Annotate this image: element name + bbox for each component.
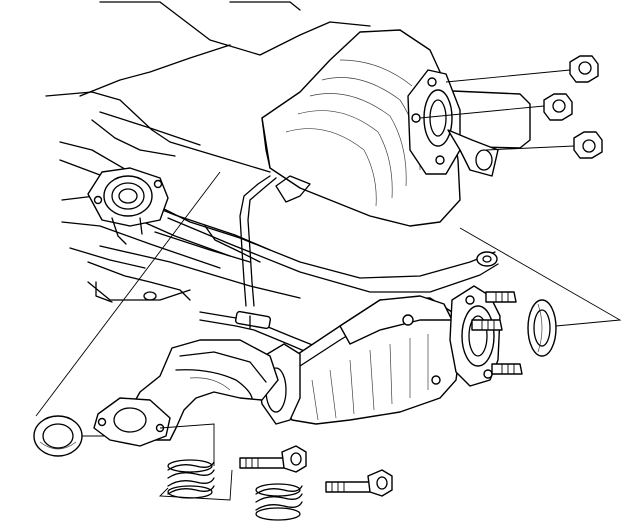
- spring-bolt-2: [325, 469, 393, 497]
- spring-2: [255, 483, 303, 521]
- exhaust-pipe-upper: [407, 69, 531, 177]
- front-pipe-inlet: [87, 167, 169, 245]
- flange-gasket-rear: [527, 299, 557, 357]
- spring-bolt-1: [239, 445, 307, 473]
- stud-3: [491, 363, 523, 375]
- leader-gasket-front: [35, 171, 221, 417]
- leader-spring-1: [159, 423, 215, 466]
- leader-nut-1: [445, 69, 571, 83]
- leader-gasket-rear: [459, 227, 622, 327]
- catalytic-converter: [257, 295, 461, 425]
- leader-nut-3: [485, 145, 575, 151]
- oxygen-sensor-wire: [199, 175, 321, 357]
- flange-nut-1: [569, 55, 599, 83]
- stud-2: [471, 319, 503, 331]
- spring-1: [167, 459, 215, 499]
- leader-spring-2: [158, 469, 233, 501]
- gasket-front: [33, 415, 83, 457]
- flange-nut-3: [573, 131, 603, 159]
- converter-flange-studs: [471, 291, 523, 375]
- leader-nut-2: [419, 105, 545, 119]
- stud-1: [485, 291, 517, 303]
- flange-nut-2: [543, 93, 573, 121]
- front-pipe-lower: [93, 339, 279, 447]
